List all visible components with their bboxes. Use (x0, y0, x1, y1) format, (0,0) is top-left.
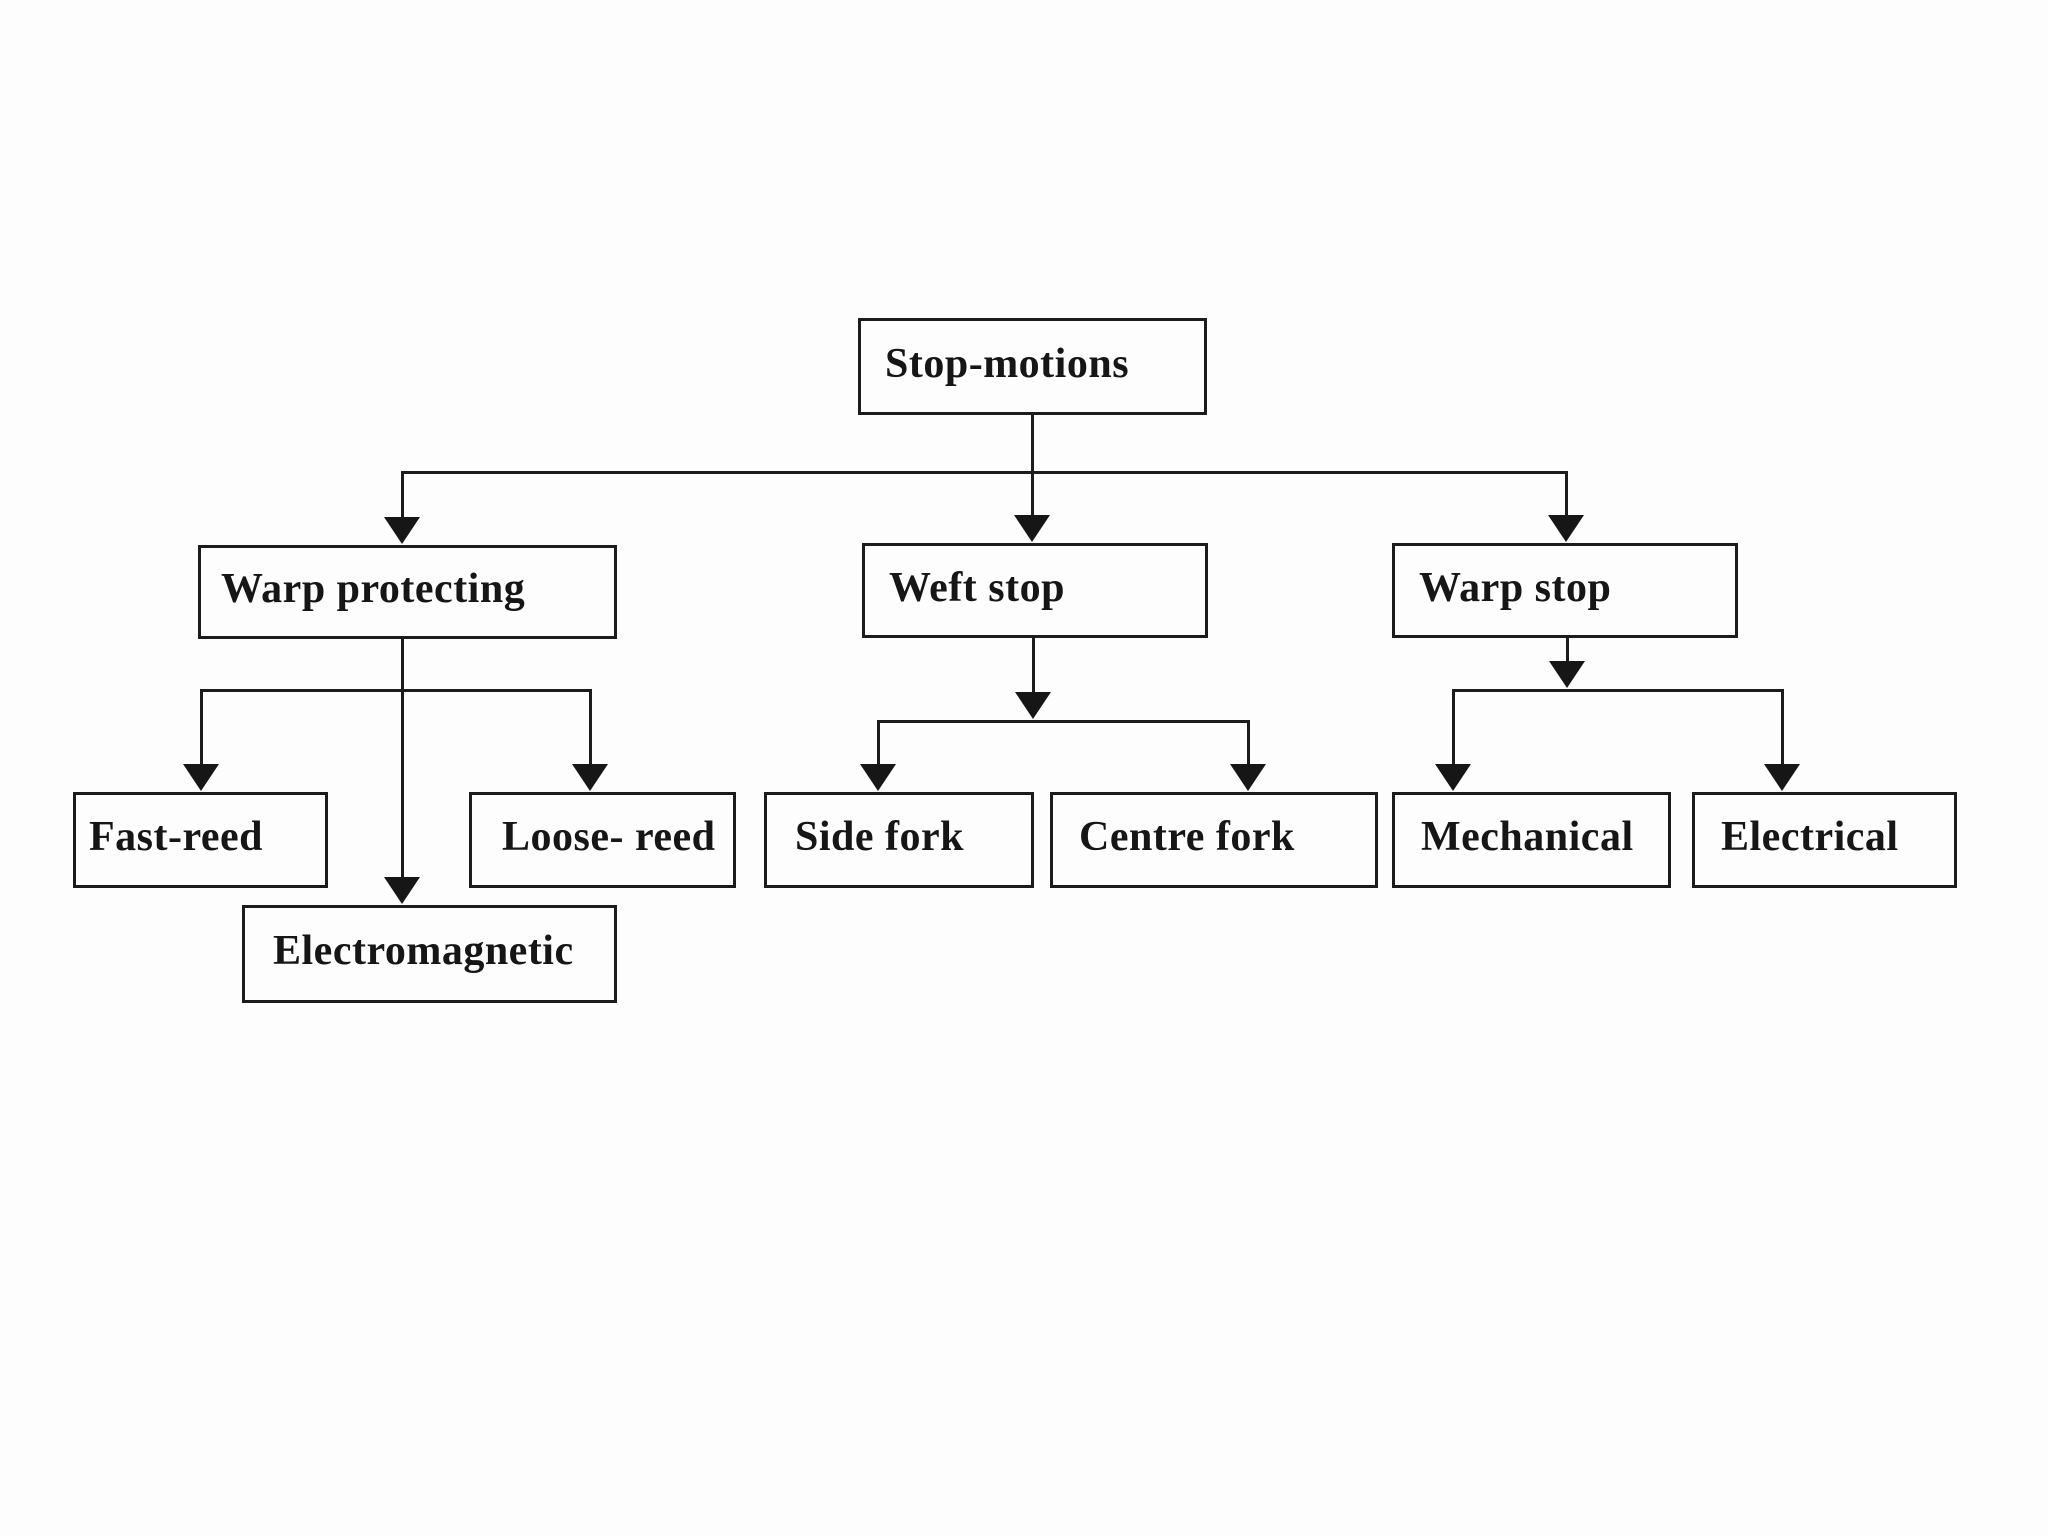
node-warp-protecting: Warp protecting (198, 545, 617, 639)
node-loose-reed-label: Loose- reed (502, 814, 716, 860)
node-weft-stop-label: Weft stop (889, 564, 1065, 611)
connector-drop-weft-stop (1031, 471, 1034, 519)
node-electromagnetic-label: Electromagnetic (273, 928, 574, 974)
arrowhead-warp-stop-icon (1548, 515, 1584, 542)
arrowhead-loose-reed-icon (572, 764, 608, 791)
node-warp-stop: Warp stop (1392, 543, 1738, 638)
arrowhead-electromagnetic-icon (384, 877, 420, 904)
connector-drop-warp-stop (1565, 471, 1568, 519)
arrowhead-fast-reed-icon (183, 764, 219, 791)
node-warp-stop-label: Warp stop (1419, 564, 1612, 611)
connector-top-horizontal (401, 471, 1568, 474)
connector-root-stem (1031, 415, 1034, 471)
connector-drop-mechanical (1452, 689, 1455, 769)
connector-warp-stop-horizontal (1452, 689, 1784, 692)
arrowhead-electrical-icon (1764, 764, 1800, 791)
arrowhead-weft-split-icon (1015, 692, 1051, 719)
arrowhead-warp-split-icon (1549, 661, 1585, 688)
node-fast-reed-label: Fast-reed (89, 814, 263, 860)
arrowhead-centre-fork-icon (1230, 764, 1266, 791)
connector-drop-loose-reed (589, 689, 592, 769)
node-electromagnetic: Electromagnetic (242, 905, 617, 1003)
node-loose-reed: Loose- reed (469, 792, 736, 888)
arrowhead-warp-protecting-icon (384, 517, 420, 544)
arrowhead-weft-stop-icon (1014, 515, 1050, 542)
arrowhead-side-fork-icon (860, 764, 896, 791)
node-electrical: Electrical (1692, 792, 1957, 888)
node-stop-motions: Stop-motions (858, 318, 1207, 415)
node-warp-protecting-label: Warp protecting (221, 566, 526, 612)
node-fast-reed: Fast-reed (73, 792, 328, 888)
connector-warp-protecting-horizontal (200, 689, 592, 692)
connector-warp-protecting-stem (401, 639, 404, 881)
node-side-fork-label: Side fork (795, 814, 965, 860)
node-mechanical: Mechanical (1392, 792, 1671, 888)
node-electrical-label: Electrical (1721, 814, 1899, 860)
connector-weft-stop-stem (1032, 638, 1035, 694)
connector-drop-electrical (1781, 689, 1784, 769)
connector-weft-stop-horizontal (877, 720, 1250, 723)
node-stop-motions-label: Stop-motions (885, 340, 1130, 387)
connector-drop-centre-fork (1247, 720, 1250, 769)
connector-drop-fast-reed (200, 689, 203, 769)
connector-drop-side-fork (877, 720, 880, 769)
connector-warp-stop-stem (1566, 638, 1569, 664)
node-side-fork: Side fork (764, 792, 1034, 888)
arrowhead-mechanical-icon (1435, 764, 1471, 791)
node-centre-fork-label: Centre fork (1079, 814, 1295, 860)
connector-drop-warp-protecting (401, 471, 404, 525)
node-centre-fork: Centre fork (1050, 792, 1378, 888)
node-mechanical-label: Mechanical (1421, 814, 1634, 860)
node-weft-stop: Weft stop (862, 543, 1208, 638)
